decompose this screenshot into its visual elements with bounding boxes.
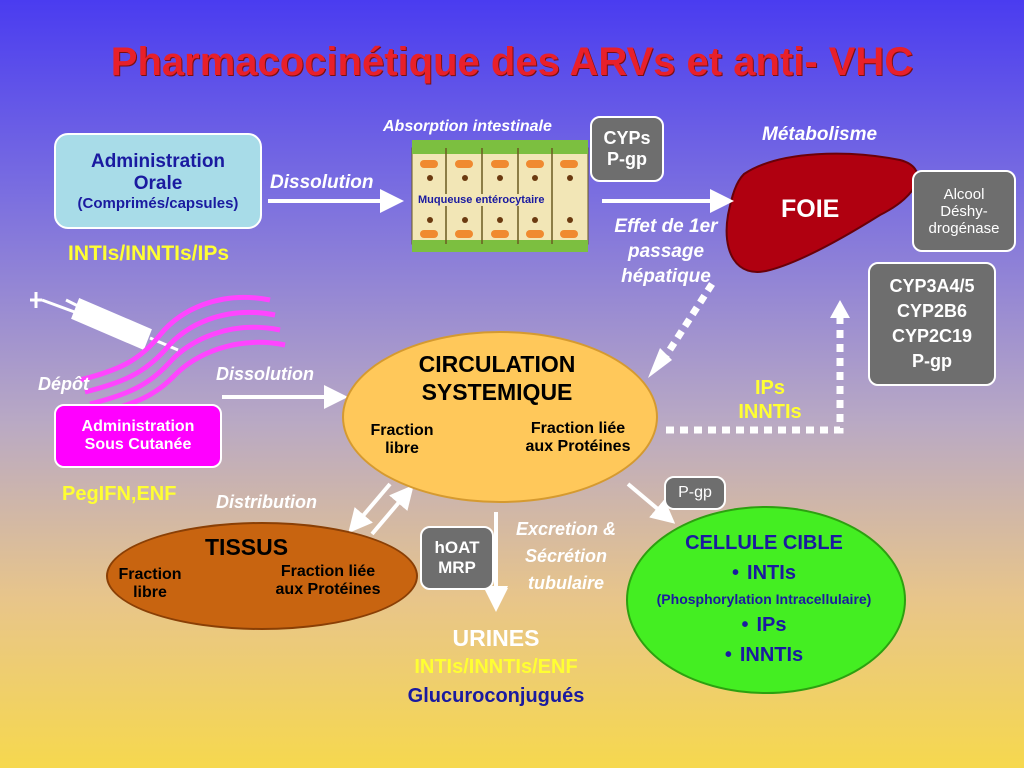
target-cell-ellipse [626, 506, 906, 694]
target-item-text: IPs [756, 614, 787, 636]
circ-bound2: aux Protéines [525, 438, 631, 455]
target-item-text: (Phosphorylation Intracellulaire) [656, 591, 872, 607]
excretion-line2: Sécrétion [524, 546, 608, 566]
urine-note: Glucuroconjugués [407, 685, 585, 707]
circ-bound1: Fraction liée [530, 420, 626, 437]
oral-line2: Orale [133, 172, 183, 194]
cyps-line1: CYPs [603, 128, 651, 148]
subcut-drugs: PegIFN,ENF [62, 483, 177, 505]
target-item: • IPs [626, 610, 902, 640]
oral-dissolution-label: Dissolution [270, 172, 374, 193]
alcohol-dehydrogenase-box: Alcool Déshy- drogénase [912, 170, 1016, 252]
liver-shape [725, 152, 919, 273]
pgp-label: P-gp [678, 484, 712, 501]
transporter-box: hOAT MRP [420, 526, 494, 590]
tissue-bound1: Fraction liée [280, 563, 376, 580]
subcut-line2: Sous Cutanée [84, 436, 192, 453]
alcohol-line2: Déshy- [940, 202, 988, 220]
target-item-text: INTIs [747, 562, 796, 584]
liver-name: FOIE [781, 195, 840, 223]
inntis-line: INNTIs [738, 401, 802, 423]
absorption-label: Absorption intestinale [383, 118, 552, 135]
alcohol-line1: Alcool [943, 185, 985, 203]
subcut-line1: Administration [81, 418, 195, 435]
bullet: • [741, 614, 749, 636]
circ-free1: Fraction [370, 422, 434, 439]
enzyme-item: CYP2C19 [891, 326, 973, 346]
oral-line3: (Comprimés/capsules) [77, 194, 239, 212]
tissue-bound-fraction: Fraction liée aux Protéines [258, 563, 398, 599]
urine-block: URINES INTIs/INNTIs/ENF Glucuroconjugués [368, 624, 624, 711]
target-item: • INTIs [626, 558, 902, 588]
alcohol-line3: drogénase [928, 219, 1000, 237]
circulation-title: CIRCULATION SYSTEMIQUE [372, 350, 622, 406]
first-pass-line2: passage [627, 241, 705, 262]
circulation-bound-fraction: Fraction liée aux Protéines [508, 420, 648, 456]
distribution-label: Distribution [216, 492, 317, 512]
circulation-line1: CIRCULATION [418, 351, 576, 377]
circ-free2: libre [385, 440, 419, 457]
excretion-line3: tubulaire [527, 573, 604, 593]
subcut-dissolution-label: Dissolution [216, 364, 314, 384]
urine-title: URINES [452, 625, 540, 651]
oral-administration-box: Administration Orale (Comprimés/capsules… [54, 133, 262, 229]
tissue-free1: Fraction [118, 566, 182, 583]
circulation-line2: SYSTEMIQUE [421, 379, 573, 405]
systemic-circulation-ellipse [342, 331, 658, 503]
page-title: Pharmacocinétique des ARVs et anti- VHC [110, 40, 914, 84]
metabolism-label: Métabolisme [762, 124, 878, 145]
excretion-label: Excretion & Sécrétion tubulaire [500, 516, 632, 597]
first-pass-line1: Effet de 1er [614, 216, 718, 237]
tissue-title: TISSUS [205, 534, 289, 560]
enzyme-item: CYP3A4/5 [889, 276, 975, 296]
excretion-line1: Excretion & [515, 519, 617, 539]
circulation-free-fraction: Fraction libre [358, 422, 446, 458]
urine-drugs: INTIs/INNTIs/ENF [414, 656, 578, 678]
cyps-box: CYPs P-gp [590, 116, 664, 182]
ips-line: IPs [754, 377, 786, 399]
tissue-bound2: aux Protéines [275, 581, 381, 598]
bullet: • [732, 562, 740, 584]
tissue-free-fraction: Fraction libre [108, 566, 192, 602]
bullet: • [724, 644, 732, 666]
pgp-box: P-gp [664, 476, 726, 510]
target-item-text: INNTIs [739, 644, 804, 666]
mrp-line: MRP [438, 558, 476, 577]
enzyme-item: P-gp [912, 351, 952, 371]
target-cell-content: CELLULE CIBLE • INTIs (Phosphorylation Int… [626, 528, 902, 670]
target-title: CELLULE CIBLE [685, 532, 843, 554]
target-item: • INNTIs [626, 640, 902, 670]
tissue-free2: libre [133, 584, 167, 601]
oral-drugs: INTIs/INNTIs/IPs [68, 242, 230, 265]
first-pass-label: Effet de 1er passage hépatique [594, 214, 738, 289]
target-item: (Phosphorylation Intracellulaire) [626, 588, 902, 610]
subcut-administration-box: Administration Sous Cutanée [54, 404, 222, 468]
hoat-line: hOAT [434, 538, 480, 557]
depot-label: Dépôt [38, 374, 89, 394]
mucosa-label: Muqueuse entérocytaire [418, 194, 545, 206]
enzyme-item: CYP2B6 [896, 301, 968, 321]
first-pass-line3: hépatique [621, 266, 711, 287]
ips-inntis-label: IPs INNTIs [720, 376, 820, 424]
oral-line1: Administration [90, 150, 226, 172]
cyps-line2: P-gp [607, 149, 647, 169]
tissue-ellipse [106, 522, 418, 630]
